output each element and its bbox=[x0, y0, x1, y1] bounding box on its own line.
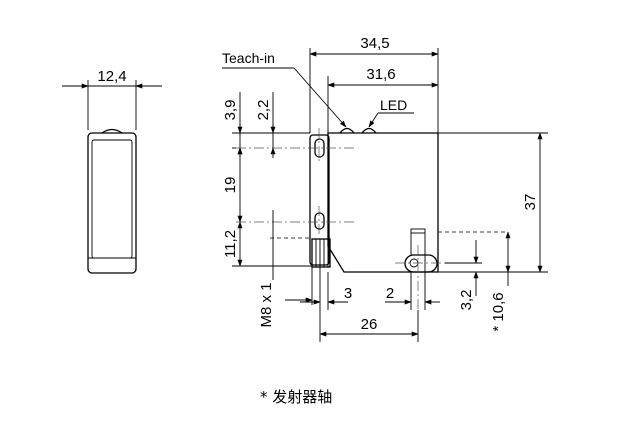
dim-lower-offset: 11,2 bbox=[222, 230, 239, 258]
side-view-inner-frame bbox=[91, 139, 133, 259]
dim-optic-offset: 2 bbox=[386, 285, 394, 302]
dim-hole-spacing: 19 bbox=[222, 177, 239, 194]
teach-in-button bbox=[339, 127, 355, 134]
label-led: LED bbox=[380, 97, 407, 113]
dim-thread: M8 x 1 bbox=[258, 282, 275, 327]
right-dimensions: 37 3,2 * 10,6 bbox=[438, 132, 548, 332]
side-view: 12,4 bbox=[62, 68, 162, 274]
led-indicator bbox=[361, 127, 377, 134]
footnote: * 发射器轴 bbox=[260, 388, 333, 406]
dim-connector-offset: 3 bbox=[344, 285, 352, 302]
dim-axis-offset: 3,2 bbox=[458, 290, 475, 311]
dim-hole-pitch: 26 bbox=[361, 316, 378, 333]
mounting-flange bbox=[309, 134, 330, 266]
label-teach-in: Teach-in bbox=[222, 50, 275, 66]
dim-side-width: 12,4 bbox=[97, 68, 126, 85]
side-view-body bbox=[87, 132, 137, 274]
sensor-body bbox=[327, 132, 439, 273]
side-view-lens-bump bbox=[101, 128, 123, 134]
bottom-dimensions: M8 x 1 3 2 26 bbox=[258, 255, 440, 342]
dim-body-width: 31,6 bbox=[366, 66, 395, 83]
dim-top-offset-a: 3,9 bbox=[222, 100, 239, 121]
m8-connector bbox=[311, 238, 331, 268]
left-dimensions: 3,9 2,2 19 11,2 bbox=[222, 92, 312, 280]
dim-overall-width: 34,5 bbox=[360, 35, 389, 52]
dim-top-offset-b: 2,2 bbox=[255, 100, 272, 121]
top-dimensions: 34,5 31,6 Teach-in LED bbox=[222, 35, 439, 133]
front-view bbox=[236, 127, 505, 310]
mounting-hole-lower bbox=[314, 212, 325, 230]
dim-axis-height: * 10,6 bbox=[490, 292, 507, 331]
dim-height: 37 bbox=[522, 194, 539, 211]
